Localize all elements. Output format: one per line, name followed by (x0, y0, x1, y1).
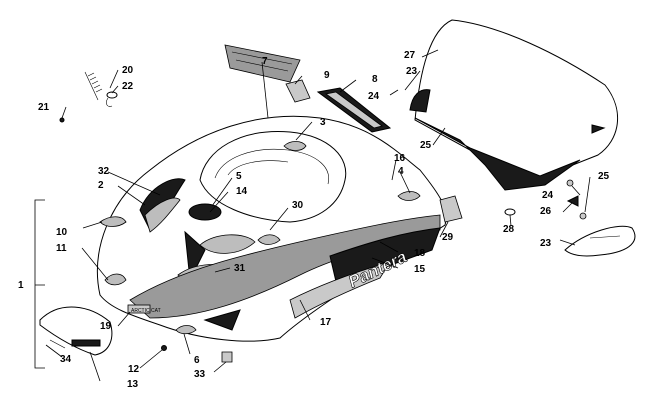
part-12-screw (161, 345, 167, 351)
callout-13: 13 (127, 379, 139, 390)
callout-7: 7 (262, 56, 268, 67)
callout-25-left: 25 (420, 140, 432, 151)
emblem-text: ARCTIC CAT (131, 308, 161, 314)
callout-30: 30 (292, 200, 304, 211)
callout-5: 5 (236, 171, 242, 182)
part-29 (439, 195, 463, 223)
callout-31: 31 (234, 263, 246, 274)
callout-21: 21 (38, 102, 50, 113)
callout-24-bottom: 24 (542, 190, 554, 201)
callout-25-right: 25 (598, 171, 610, 182)
callout-1: 1 (18, 280, 24, 291)
callout-12: 12 (128, 364, 140, 375)
callout-26: 26 (540, 206, 552, 217)
callout-17: 17 (320, 317, 332, 328)
callout-32: 32 (98, 166, 110, 177)
part-28 (504, 208, 516, 216)
callout-labels: 1 2 3 4 5 6 7 8 9 10 11 12 13 14 15 16 1… (18, 50, 610, 390)
callout-14: 14 (236, 186, 248, 197)
callout-20: 20 (122, 65, 134, 76)
part-23-deflector (564, 225, 636, 257)
callout-28: 28 (503, 224, 515, 235)
part-33-clip (221, 351, 233, 363)
callout-23-top: 23 (406, 66, 418, 77)
leader-lines (34, 49, 591, 382)
callout-23-bottom: 23 (540, 238, 552, 249)
callout-9: 9 (324, 70, 330, 81)
part-25-nut (579, 212, 587, 220)
callout-33: 33 (194, 369, 206, 380)
callout-19: 19 (100, 321, 112, 332)
callout-10: 10 (56, 227, 68, 238)
decal-8-inner (325, 91, 383, 129)
decal-9 (285, 79, 311, 103)
callout-27: 27 (404, 50, 416, 61)
left-panel (39, 306, 113, 356)
callout-34: 34 (60, 354, 72, 365)
callout-4: 4 (398, 166, 404, 177)
hood-assembly: Pantera ARCTIC CAT (96, 115, 447, 342)
callout-16: 16 (394, 153, 406, 164)
callout-11: 11 (56, 243, 67, 254)
spring-and-hardware (59, 71, 118, 123)
callout-24-top: 24 (368, 91, 380, 102)
callout-6: 6 (194, 355, 200, 366)
callout-18: 18 (414, 248, 426, 259)
callout-3: 3 (320, 117, 326, 128)
callout-8: 8 (372, 74, 378, 85)
callout-29: 29 (442, 232, 454, 243)
windshield-27 (409, 19, 619, 191)
part-26 (566, 195, 579, 207)
part-24-washer (566, 179, 574, 187)
callout-22: 22 (122, 81, 134, 92)
callout-15: 15 (414, 264, 426, 275)
callout-2: 2 (98, 180, 104, 191)
